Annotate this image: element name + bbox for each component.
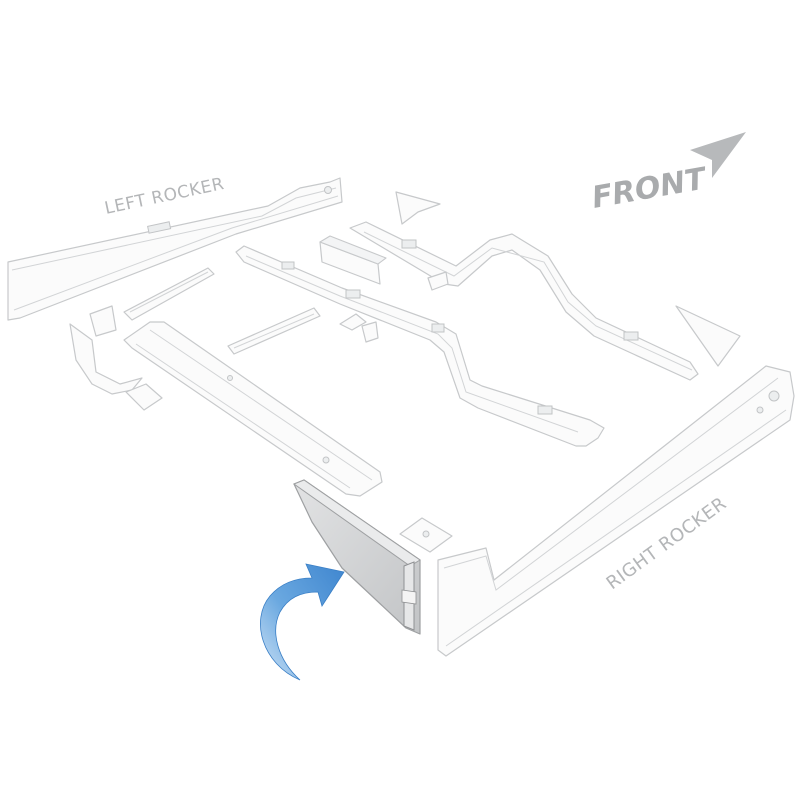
lower-left-rail <box>123 321 383 497</box>
front-label: FRONT <box>589 161 711 216</box>
highlighted-panel <box>292 479 421 635</box>
front-arrow-icon <box>690 132 746 178</box>
small-clip-bracket <box>339 313 379 343</box>
right-front-gusset <box>675 305 741 367</box>
center-plate <box>399 517 453 553</box>
left-rocker-panel <box>7 177 343 321</box>
middle-brace <box>227 307 321 355</box>
left-mount-bracket <box>69 305 163 411</box>
main-frame-rail <box>235 245 605 447</box>
left-rocker-label: LEFT ROCKER <box>103 174 226 219</box>
crossmember-box <box>319 235 387 285</box>
upper-frame-rail <box>349 221 699 381</box>
right-rocker-panel <box>437 365 795 657</box>
front-indicator: FRONT <box>589 132 746 216</box>
curved-arrow-icon <box>260 563 345 681</box>
small-tab <box>427 271 449 291</box>
top-gusset <box>395 191 441 225</box>
left-angle-brace <box>123 267 215 321</box>
